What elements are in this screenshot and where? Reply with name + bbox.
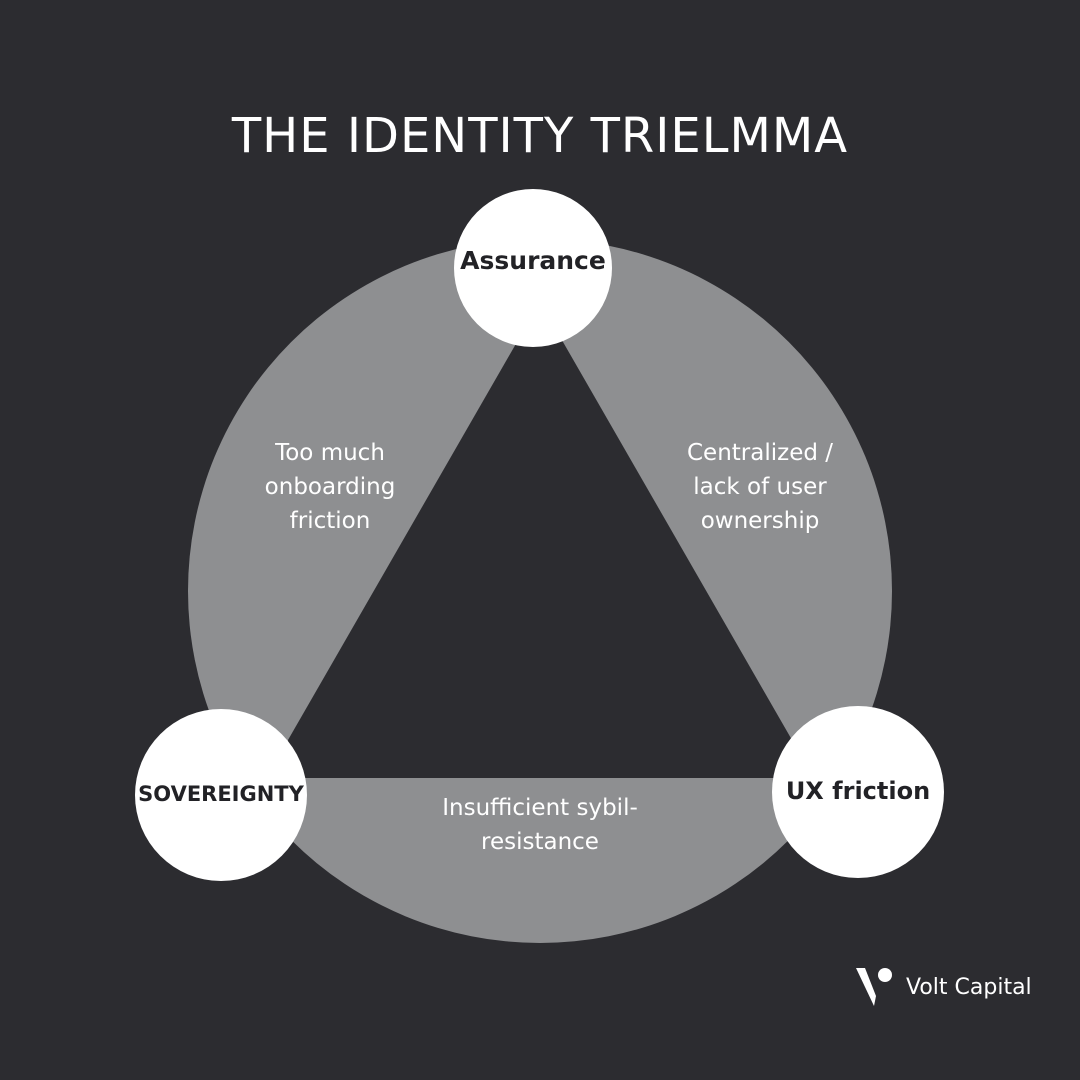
- volt-capital-logo-icon: [856, 968, 892, 1006]
- node-sovereignty-label: SOVEREIGNTY: [138, 782, 304, 806]
- edge-label-sovereignty-ux-friction: Insufficient sybil- resistance: [442, 795, 638, 855]
- edge-label-assurance-sovereignty: Too much onboarding friction: [264, 440, 396, 534]
- inner-triangle: [288, 302, 792, 778]
- node-circle-ux-friction: [772, 706, 944, 878]
- node-circle-sovereignty: [135, 709, 307, 881]
- brand-logo: Volt Capital: [856, 966, 1032, 1008]
- node-ux-friction-label: UX friction: [785, 777, 931, 805]
- edge-label-assurance-ux-friction: Centralized / lack of user ownership: [686, 440, 834, 534]
- page-title: THE IDENTITY TRIELMMA: [231, 108, 849, 164]
- node-assurance-label: Assurance: [460, 246, 606, 275]
- brand-name: Volt Capital: [906, 974, 1032, 1000]
- node-circle-assurance: [454, 189, 612, 347]
